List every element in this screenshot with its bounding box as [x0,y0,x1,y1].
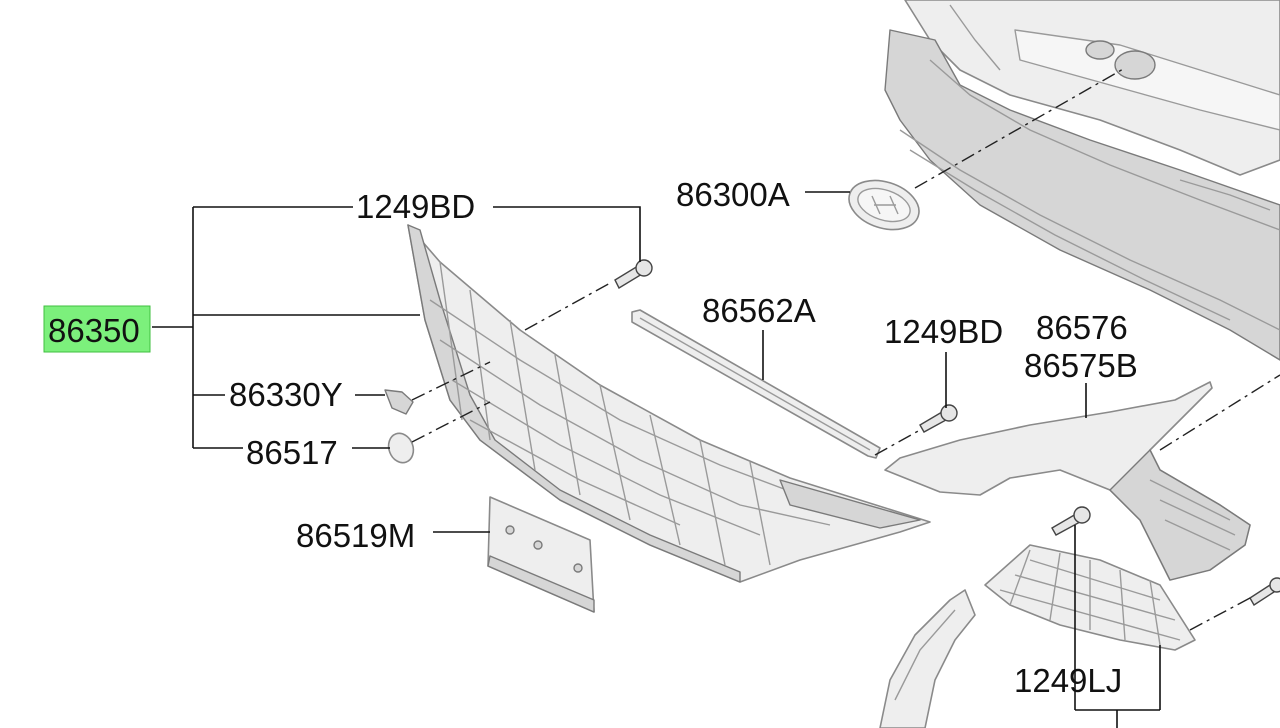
screw-icon [614,259,653,289]
part-label-86330Y[interactable]: 86330Y [229,376,343,413]
selected-part-highlight [43,305,151,353]
part-label-1249BD-mid[interactable]: 1249BD [884,313,1003,350]
screw-icon [1249,577,1280,606]
lower-grille-part [984,544,1196,651]
part-label-86519M[interactable]: 86519M [296,517,415,554]
part-label-1249LJ[interactable]: 1249LJ [1014,662,1122,699]
screw-icon [919,404,958,433]
part-label-86562A[interactable]: 86562A [702,292,816,329]
radiator-grille-part [407,224,931,583]
side-trim-part [879,589,976,728]
leader-lines [152,191,1161,728]
part-label-86300A[interactable]: 86300A [676,176,790,213]
garnish-part [884,381,1251,581]
part-label-86576[interactable]: 86576 [1036,309,1128,346]
plug-part [387,432,415,464]
screw-icon [1051,506,1091,536]
part-label-86575B[interactable]: 86575B [1024,347,1138,384]
license-bracket-part [487,496,595,613]
assembly-lines [411,67,1280,631]
camera-cover-part [384,389,414,415]
part-label-86350[interactable]: 86350 [48,312,140,349]
emblem-part [848,179,920,231]
part-label-86517[interactable]: 86517 [246,434,338,471]
part-label-1249BD-top[interactable]: 1249BD [356,188,475,225]
molding-part [631,309,881,459]
front-bumper [884,0,1280,361]
